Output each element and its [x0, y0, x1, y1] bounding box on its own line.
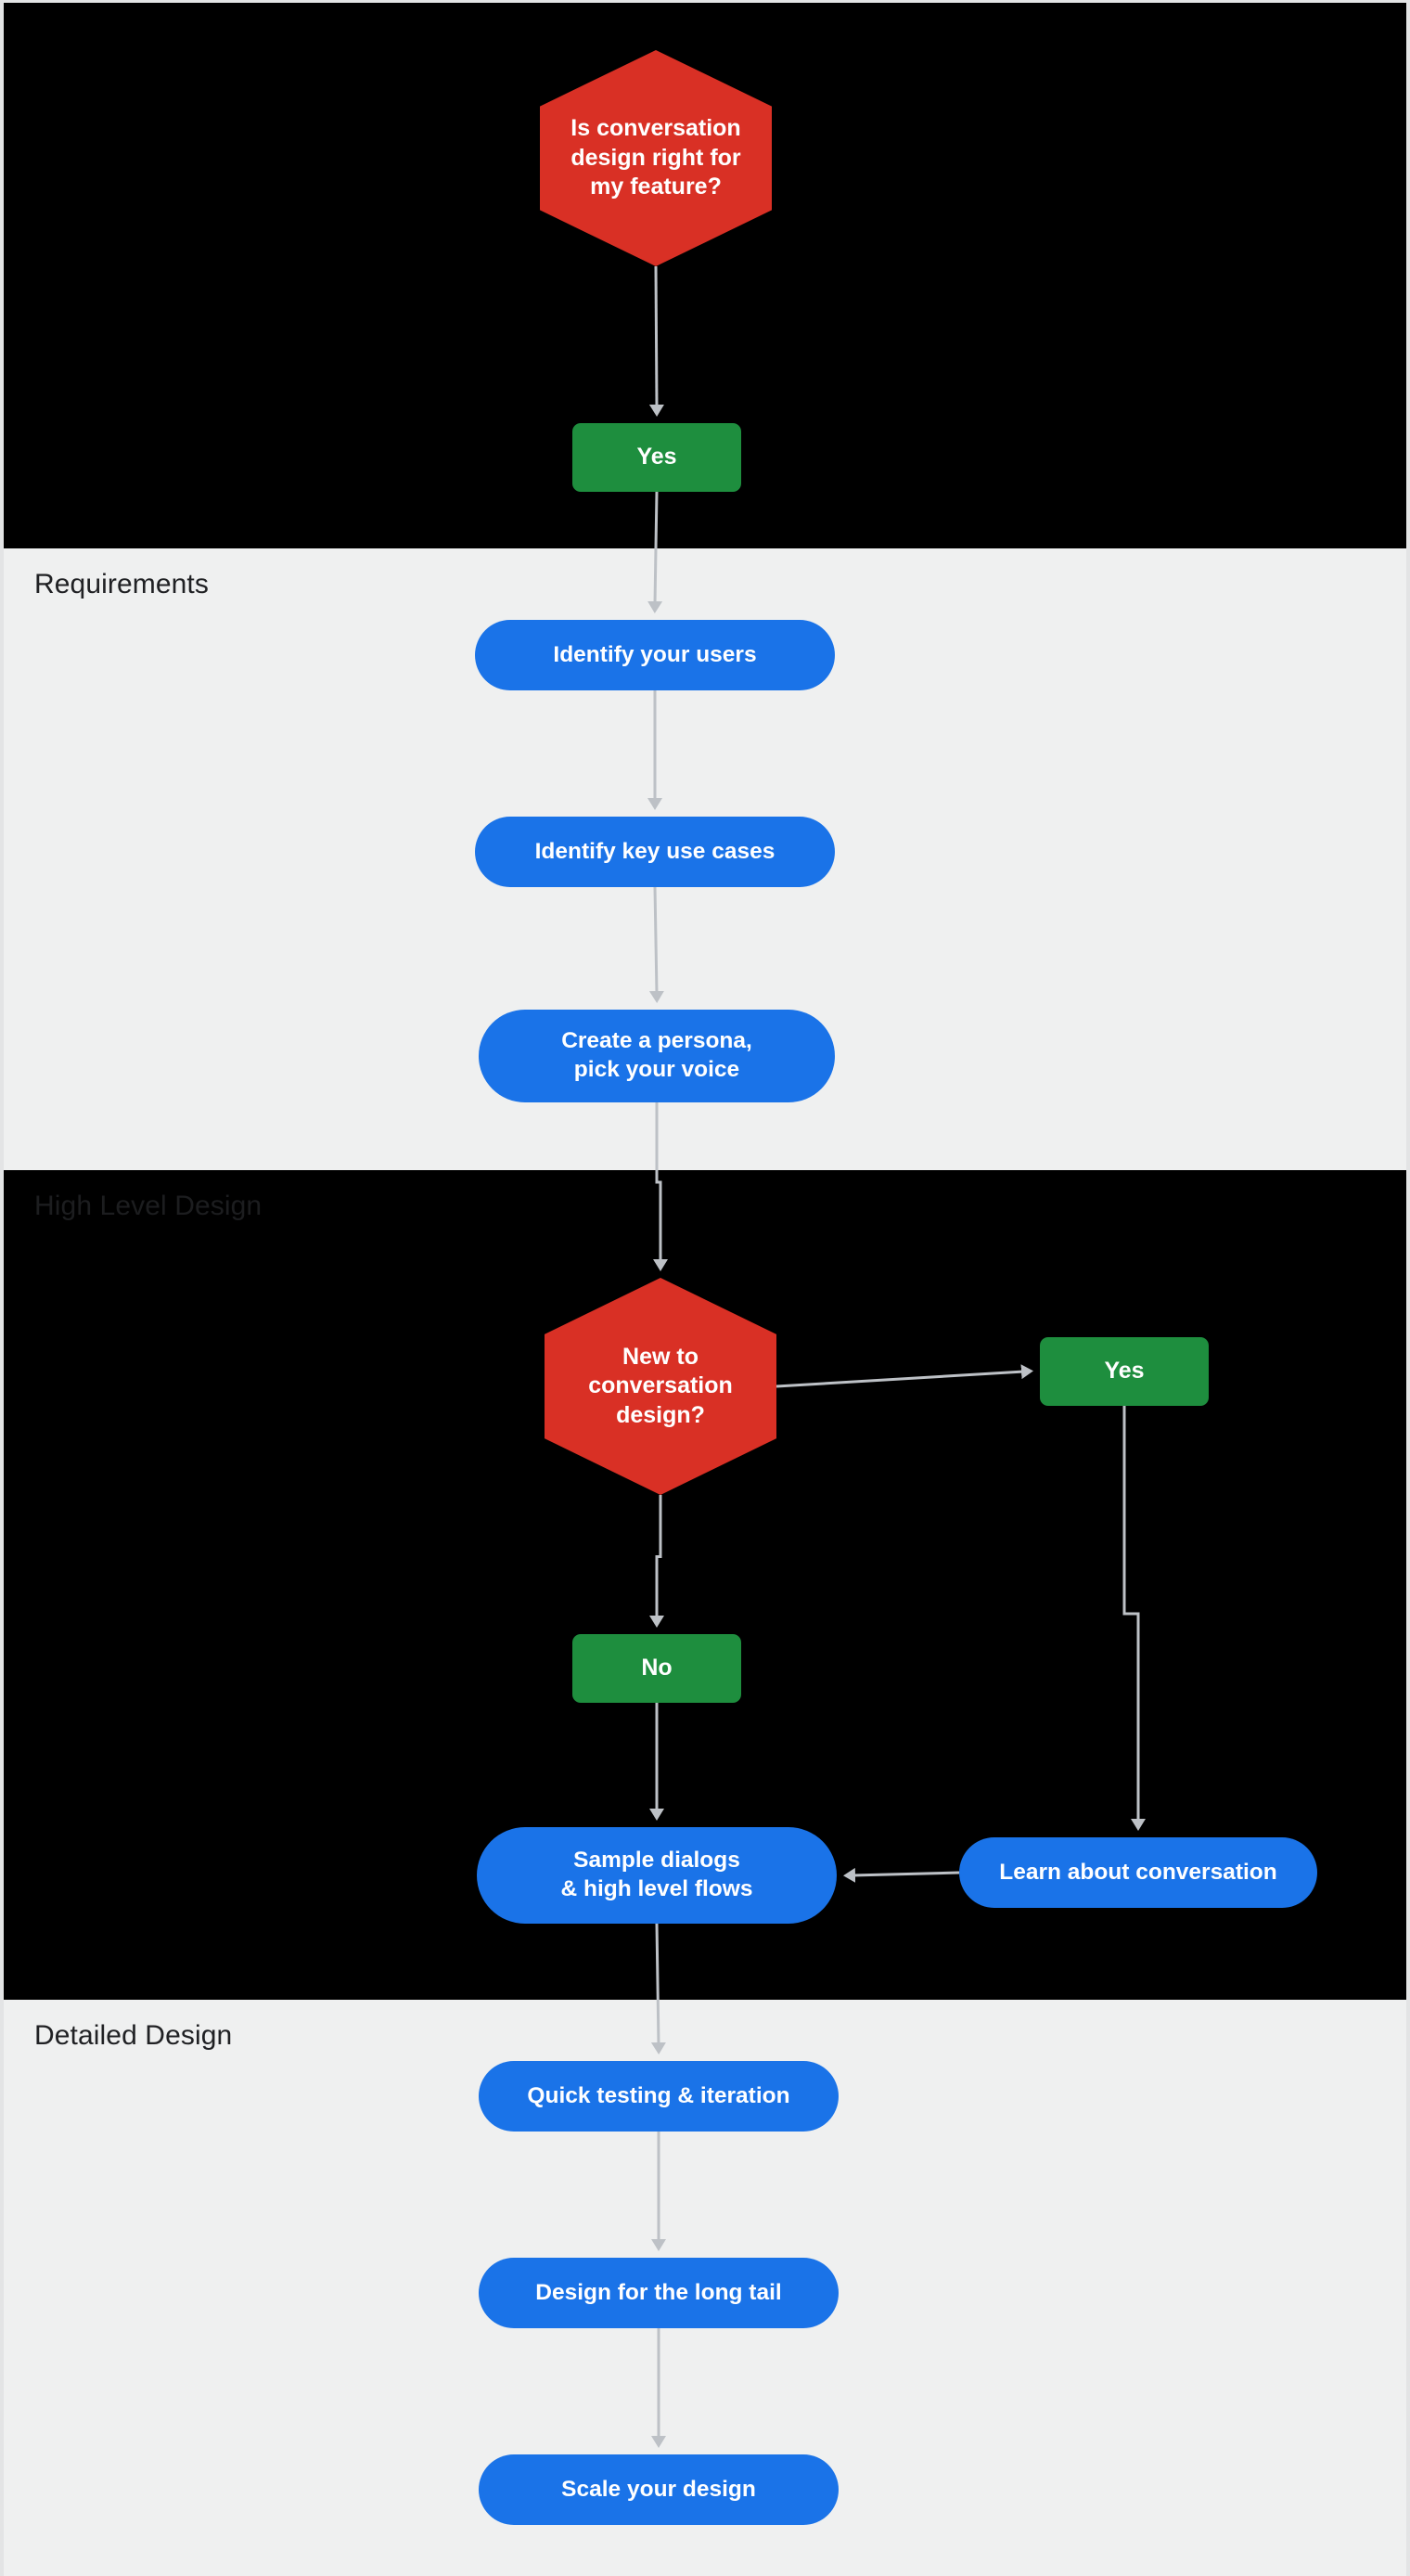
flow-node-label-line: Identify key use cases [534, 838, 776, 864]
flow-node-label-line: & high level flows [560, 1876, 753, 1901]
flow-node-step-n13[interactable]: Scale your design [479, 2454, 839, 2525]
flow-node-label: Design for the long tail [535, 2279, 781, 2308]
flow-node-label-line: No [641, 1655, 673, 1681]
flow-node-label: Identify key use cases [535, 838, 776, 867]
flow-node-label-line: Identify your users [553, 641, 757, 667]
flow-node-step-n12[interactable]: Design for the long tail [479, 2258, 839, 2328]
flow-node-step-n4[interactable]: Identify key use cases [475, 817, 835, 887]
flow-node-label: Create a persona, pick your voice [561, 1027, 752, 1085]
flow-node-label-line: New to [622, 1343, 699, 1370]
section-label-band-requirements: Requirements [34, 569, 209, 599]
flow-node-label: Yes [636, 443, 676, 472]
flow-node-step-n3[interactable]: Identify your users [475, 620, 835, 690]
section-label-band-detailed-design: Detailed Design [34, 2020, 233, 2051]
flow-node-label-line: Create a persona, [561, 1028, 752, 1054]
flow-node-label-line: Sample dialogs [573, 1848, 740, 1874]
flow-node-label-line: design? [616, 1401, 705, 1428]
flow-node-label: Scale your design [561, 2476, 756, 2505]
flow-node-label-line: design right for [570, 144, 741, 171]
flow-node-label-line: Design for the long tail [535, 2279, 782, 2305]
flow-node-answer-n2[interactable]: Yes [572, 423, 741, 492]
flow-node-answer-n7[interactable]: Yes [1040, 1337, 1209, 1406]
flow-node-label-line: pick your voice [573, 1057, 740, 1082]
flow-node-step-n9[interactable]: Sample dialogs& high level flows [477, 1827, 837, 1924]
flow-node-label: Sample dialogs& high level flows [561, 1847, 753, 1904]
flow-node-label: Quick testing & iteration [527, 2082, 789, 2111]
flow-node-label-line: my feature? [590, 174, 722, 200]
flow-node-label: No [641, 1654, 672, 1683]
flow-node-label-line: Scale your design [561, 2476, 756, 2502]
flow-node-step-n11[interactable]: Quick testing & iteration [479, 2061, 839, 2132]
flow-node-label: Learn about conversation [999, 1859, 1277, 1887]
flow-node-label-line: Is conversation [570, 115, 741, 142]
flow-node-label-line: Quick testing & iteration [527, 2082, 790, 2108]
flow-node-label-line: Yes [1104, 1358, 1145, 1385]
flow-node-label: Identify your users [553, 641, 756, 670]
section-label-band-high-level-design: High Level Design [34, 1191, 263, 1221]
flow-node-step-n10[interactable]: Learn about conversation [959, 1837, 1317, 1908]
flow-node-label-line: conversation [588, 1372, 733, 1399]
flow-node-step-n5[interactable]: Create a persona, pick your voice [479, 1010, 835, 1102]
flow-node-label-line: Yes [636, 444, 677, 470]
flow-node-label: Yes [1104, 1357, 1144, 1386]
flow-node-label-line: Learn about conversation [999, 1859, 1277, 1885]
flow-node-answer-n8[interactable]: No [572, 1634, 741, 1703]
